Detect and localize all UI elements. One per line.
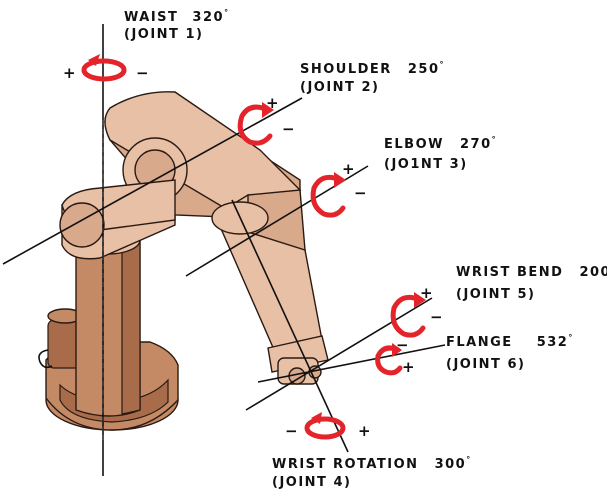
rotation-arrow-shoulder [237,102,274,146]
axis-wrist-rotation [231,199,349,453]
svg-text:WRIST ROTATION 300°: WRIST ROTATION 300° [272,455,472,472]
svg-text:ELBOW 270°: ELBOW 270° [384,135,497,152]
label-elbow: ELBOW 270° (JO1NT 3) [384,135,497,172]
wrist-bend-minus-sign: − [430,308,443,326]
flange-angle: 532 [537,335,569,350]
elbow-name: ELBOW [384,137,444,152]
waist-name: WAIST [124,10,178,25]
flange-name: FLANGE [446,335,513,350]
label-shoulder: SHOULDER 250° (JOINT 2) [300,60,445,95]
wrist-rotation-minus-sign: − [285,422,298,440]
flange-degree: ° [568,333,574,342]
waist-plus-sign: + [63,64,76,82]
label-flange: FLANGE 532° (JOINT 6) [446,333,574,372]
wrist-bend-plus-sign: + [420,284,433,302]
wrist-rotation-plus-sign: + [358,422,371,440]
axis-flange [257,344,446,383]
rotation-arrow-waist [81,54,127,82]
rotation-arrow-flange [375,343,403,376]
elbow-joint: (JO1NT 3) [384,157,468,172]
elbow-minus-sign: − [354,184,367,202]
wrist-bend-angle: 200 [579,265,607,280]
wrist-rotation-name: WRIST ROTATION [272,457,419,472]
wrist-rotation-joint: (JOINT 4) [272,475,351,490]
elbow-plus-sign: + [342,160,355,178]
wrist-bend-joint: (JOINT 5) [456,287,535,302]
flange-minus-sign: − [396,336,409,354]
label-waist: WAIST 320° (JOINT 1) [124,8,230,42]
svg-text:FLANGE 532°: FLANGE 532° [446,333,574,350]
forearm [211,189,329,385]
waist-degree: ° [224,8,230,17]
direction-signs: + − + − + − + − − + − + [63,64,443,440]
flange-plus-sign: + [402,358,415,376]
wrist-rotation-degree: ° [466,455,472,464]
waist-angle: 320 [192,10,224,25]
label-wrist-rotation: WRIST ROTATION 300° (JOINT 4) [272,455,472,490]
shoulder-degree: ° [440,60,446,69]
waist-joint: (JOINT 1) [124,27,203,42]
shoulder-angle: 250 [408,62,440,77]
axis-lines [2,24,446,476]
label-wrist-bend: WRIST BEND 200° (JOINT 5) [456,263,607,302]
rotation-arrow-wrist-bend [390,292,426,338]
shoulder-name: SHOULDER [300,62,392,77]
elbow-degree: ° [492,135,498,144]
rotation-arrow-elbow [310,172,346,218]
flange-joint: (JOINT 6) [446,357,525,372]
wrist-bend-name: WRIST BEND [456,265,563,280]
wrist-rotation-angle: 300 [435,457,467,472]
waist-minus-sign: − [136,64,149,82]
shoulder-plus-sign: + [266,94,279,112]
shoulder-minus-sign: − [282,120,295,138]
svg-text:WRIST BEND 200°: WRIST BEND 200° [456,263,607,280]
svg-text:WAIST 320°: WAIST 320° [124,8,230,25]
axis-wrist-bend [245,297,433,411]
shoulder-joint: (JOINT 2) [300,80,379,95]
rotation-arrow-wrist-rotation [304,412,346,440]
elbow-angle: 270 [460,137,492,152]
svg-text:SHOULDER 250°: SHOULDER 250° [300,60,445,77]
axis-shoulder [2,97,303,265]
